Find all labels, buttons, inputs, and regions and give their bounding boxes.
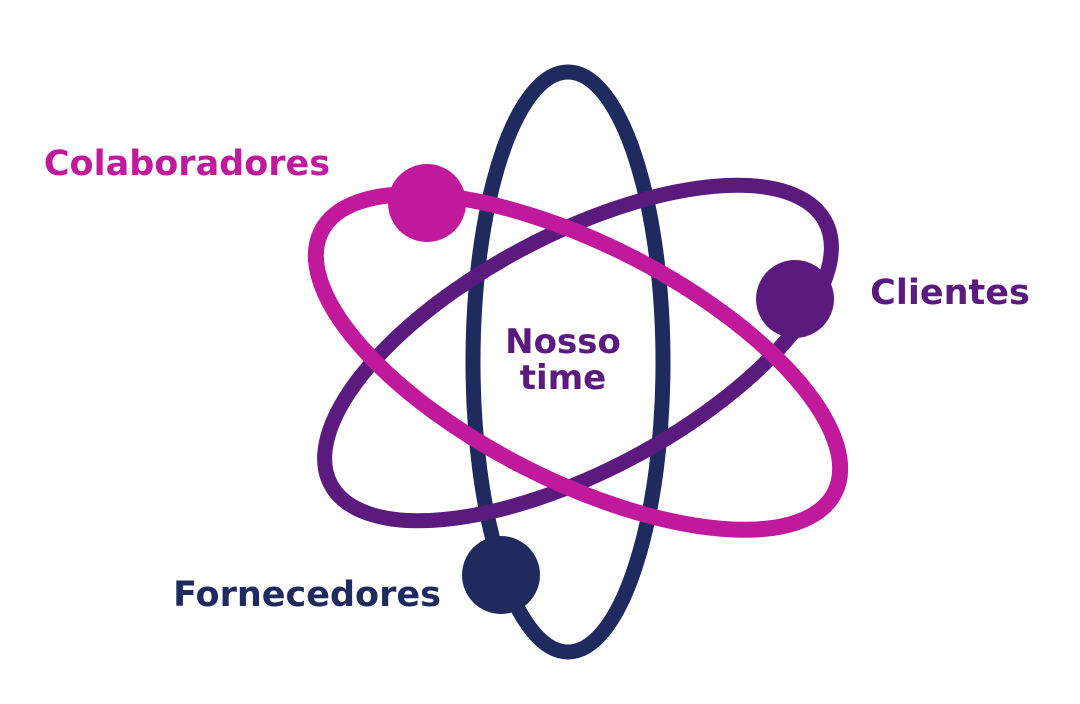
orbit-colaboradores bbox=[307, 186, 849, 538]
label-colaboradores: Colaboradores bbox=[44, 144, 330, 184]
label-fornecedores: Fornecedores bbox=[173, 575, 441, 615]
orbit-fornecedores bbox=[465, 64, 671, 660]
center-label-line2: time bbox=[520, 358, 606, 398]
node-fornecedores bbox=[462, 536, 540, 614]
center-label-line1: Nosso bbox=[505, 322, 621, 362]
orbit-clientes bbox=[317, 177, 839, 529]
node-clientes bbox=[756, 260, 834, 338]
node-colaboradores bbox=[388, 164, 466, 242]
label-clientes: Clientes bbox=[870, 273, 1030, 313]
